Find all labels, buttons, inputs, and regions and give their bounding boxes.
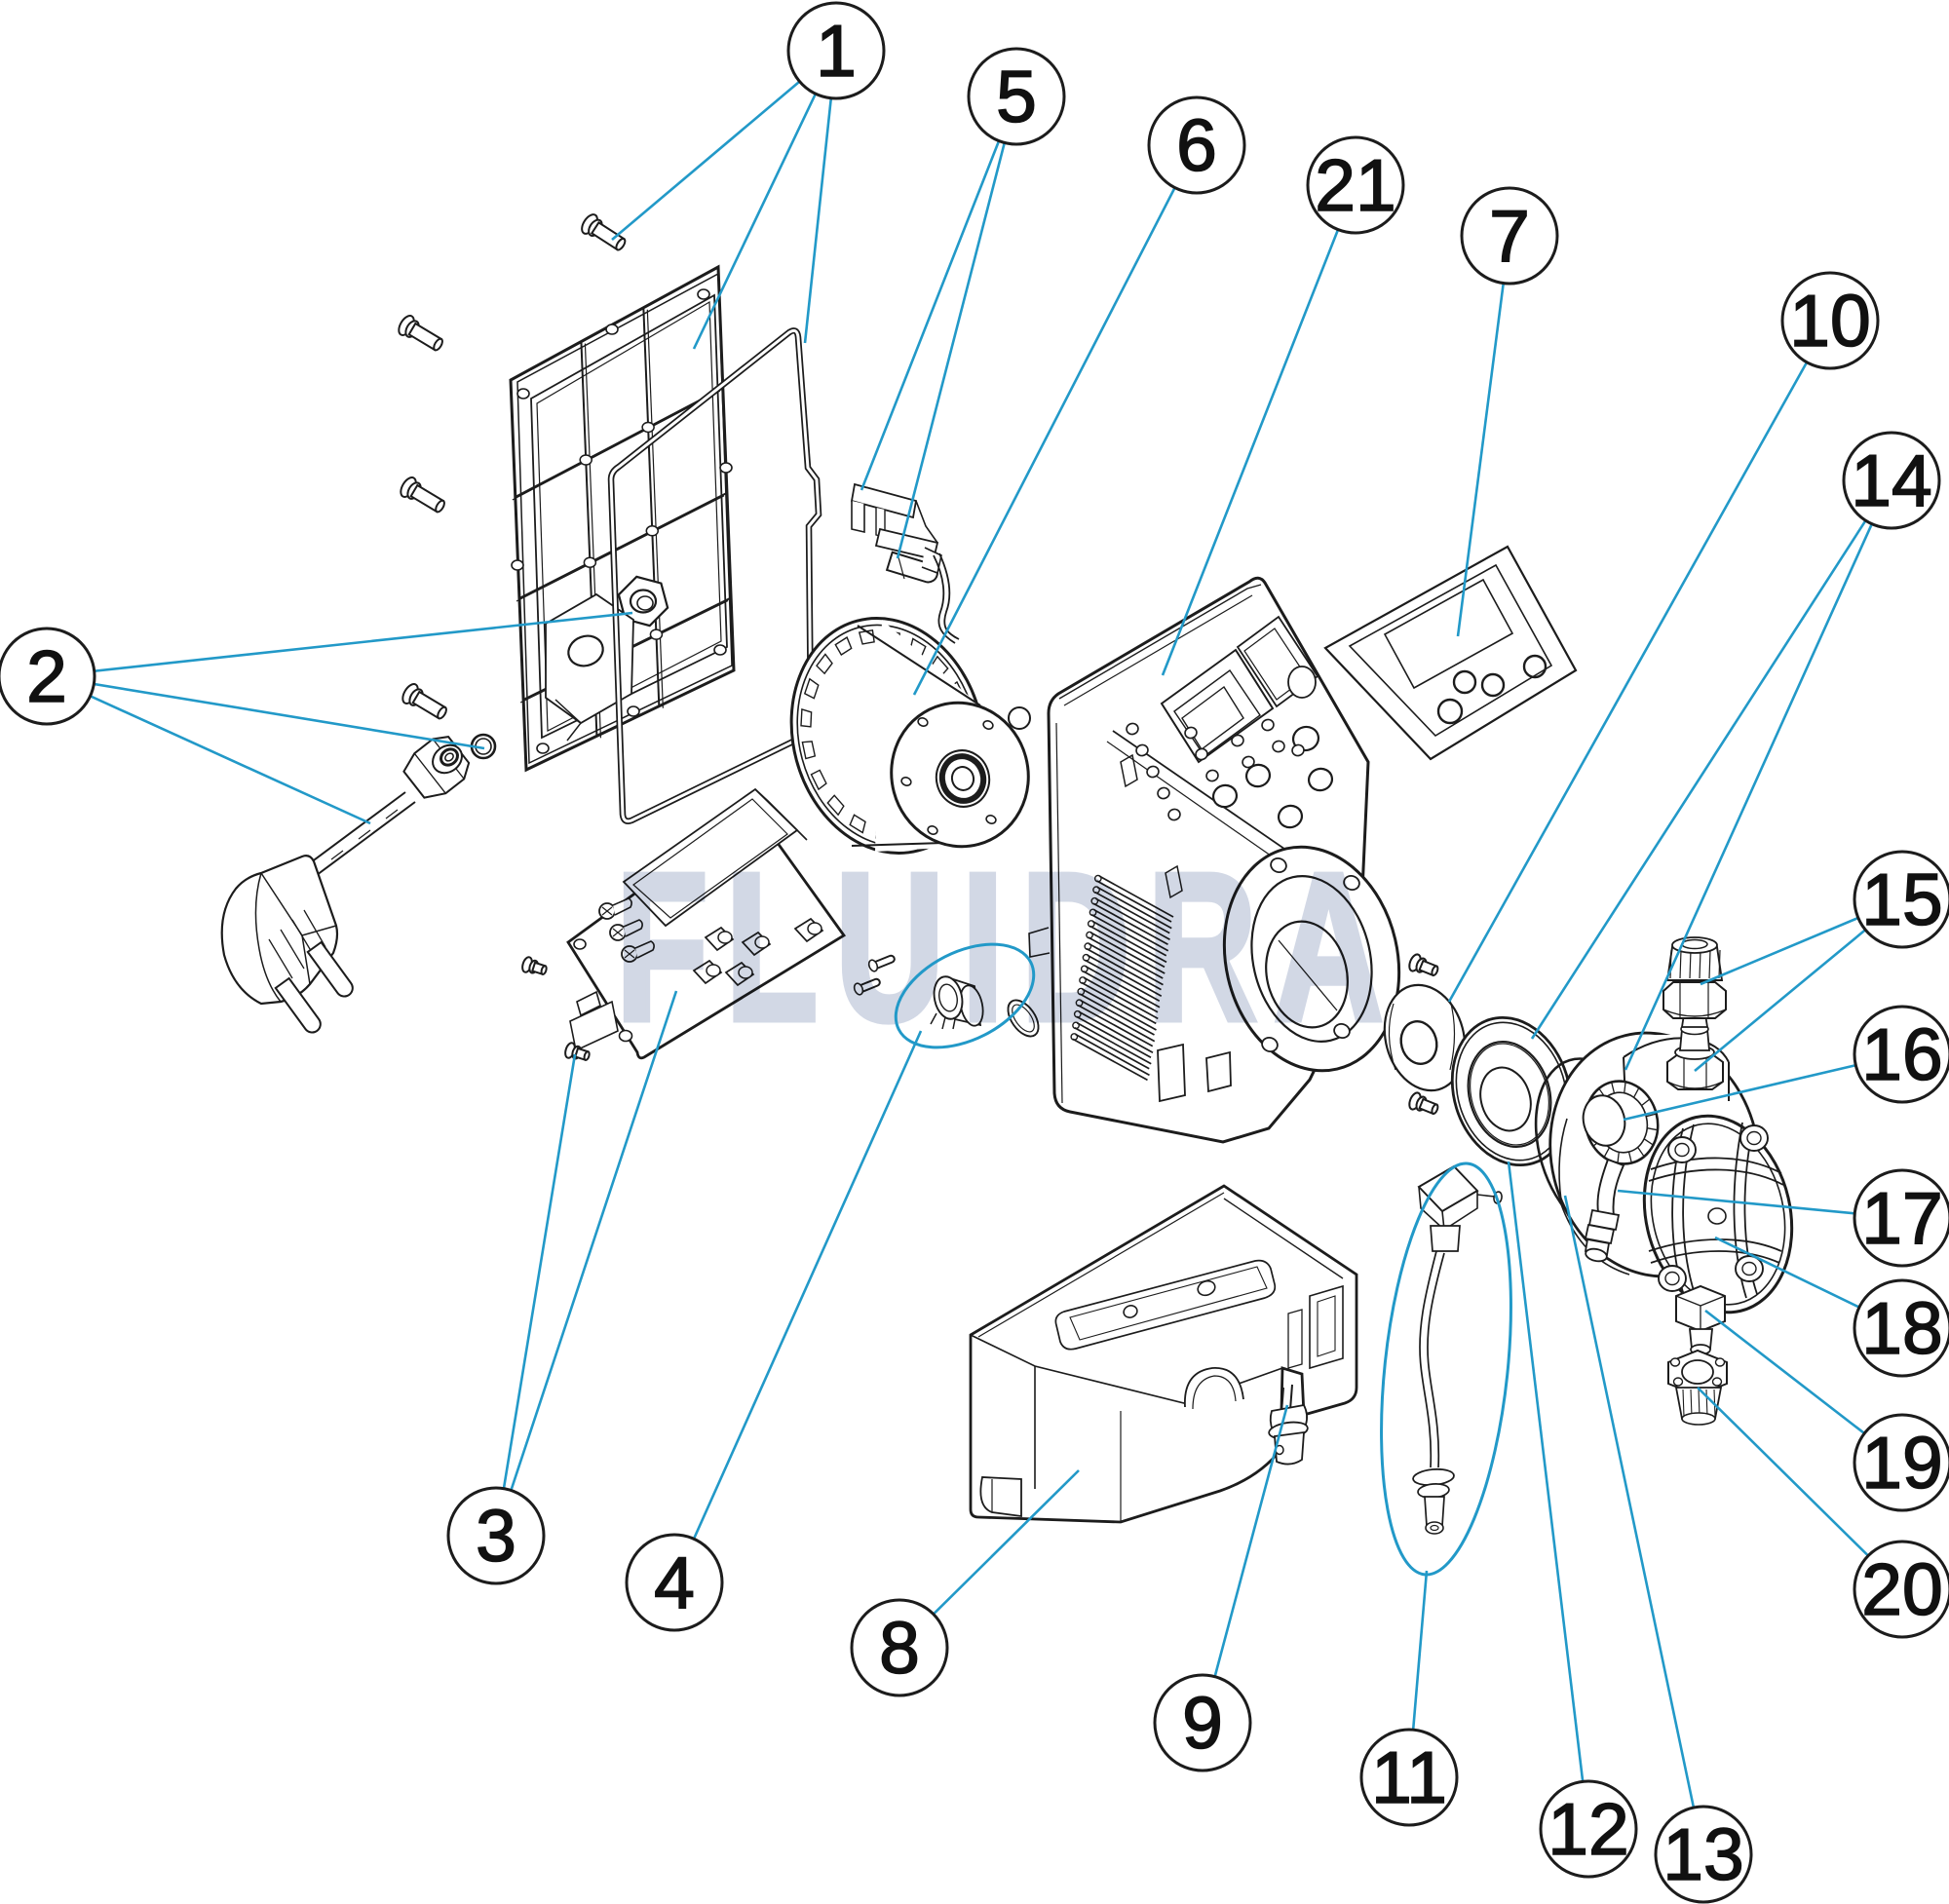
- svg-text:7: 7: [1489, 195, 1530, 277]
- svg-text:4: 4: [654, 1542, 695, 1623]
- svg-text:8: 8: [879, 1607, 920, 1689]
- svg-text:3: 3: [476, 1495, 516, 1577]
- svg-text:13: 13: [1662, 1813, 1743, 1895]
- svg-text:1: 1: [816, 10, 857, 92]
- svg-text:2: 2: [26, 635, 67, 717]
- svg-text:15: 15: [1861, 858, 1942, 940]
- svg-text:12: 12: [1548, 1788, 1628, 1870]
- svg-text:6: 6: [1176, 104, 1217, 186]
- svg-text:10: 10: [1789, 280, 1870, 362]
- svg-text:18: 18: [1861, 1287, 1942, 1369]
- svg-text:16: 16: [1861, 1013, 1942, 1095]
- svg-text:14: 14: [1851, 439, 1931, 521]
- svg-text:20: 20: [1861, 1548, 1942, 1630]
- svg-text:5: 5: [996, 56, 1037, 137]
- svg-text:9: 9: [1182, 1682, 1223, 1764]
- svg-text:17: 17: [1861, 1177, 1942, 1259]
- svg-text:11: 11: [1371, 1736, 1447, 1818]
- svg-text:21: 21: [1315, 144, 1395, 226]
- svg-text:19: 19: [1861, 1422, 1942, 1504]
